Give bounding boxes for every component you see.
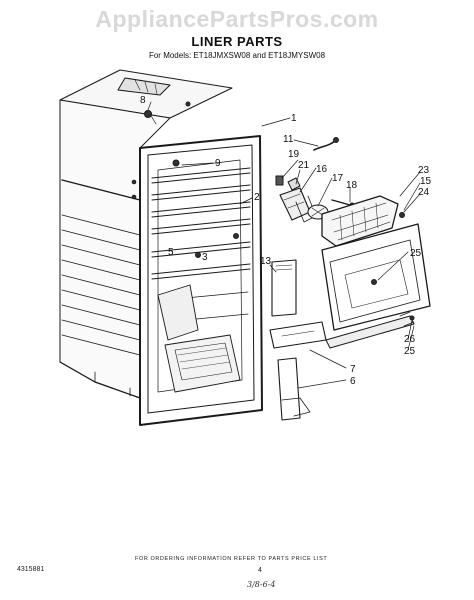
callout-6: 6 <box>350 376 356 387</box>
callout-1: 1 <box>291 113 297 124</box>
callout-25-upper: 25 <box>410 248 422 259</box>
vent-assembly <box>321 195 405 247</box>
callout-17: 17 <box>332 173 344 184</box>
air-duct-parts <box>269 259 327 421</box>
callout-2: 2 <box>254 192 260 203</box>
diagram-subtitle: For Models: ET18JMXSW08 and ET18JMYSW08 <box>148 51 326 60</box>
callout-8: 8 <box>140 95 146 106</box>
callout-9: 9 <box>215 158 221 169</box>
callout-19: 19 <box>288 149 300 160</box>
crisper-area <box>157 284 241 393</box>
callout-labels: 1 2 3 4 5 6 7 8 9 11 13 15 16 17 18 19 2… <box>140 95 432 387</box>
callout-24: 24 <box>418 187 430 198</box>
page-number: 4 <box>258 567 262 574</box>
callout-21: 21 <box>298 160 310 171</box>
callout-5: 5 <box>168 247 174 258</box>
liner-fasteners <box>131 101 239 258</box>
callout-26: 26 <box>404 334 416 345</box>
callout-3: 3 <box>202 252 208 263</box>
watermark-logo: AppliancePartsPros.com <box>95 6 379 32</box>
callout-25-lower: 25 <box>404 346 416 357</box>
callout-11: 11 <box>283 134 294 145</box>
callout-7: 7 <box>350 364 356 375</box>
handwritten-note: 3/8-6-4 <box>247 580 276 589</box>
callout-18: 18 <box>346 180 358 191</box>
back-cover-panel <box>321 223 431 349</box>
part-11-cord <box>313 139 337 151</box>
callout-23: 23 <box>418 165 430 176</box>
document-number: 4315881 <box>17 566 45 573</box>
callout-15: 15 <box>420 176 432 187</box>
leader-lines <box>147 101 421 389</box>
ordering-note: FOR ORDERING INFORMATION REFER TO PARTS … <box>135 556 328 562</box>
diagram-title: LINER PARTS <box>191 34 283 49</box>
callout-13: 13 <box>260 256 272 267</box>
callout-16: 16 <box>316 164 328 175</box>
